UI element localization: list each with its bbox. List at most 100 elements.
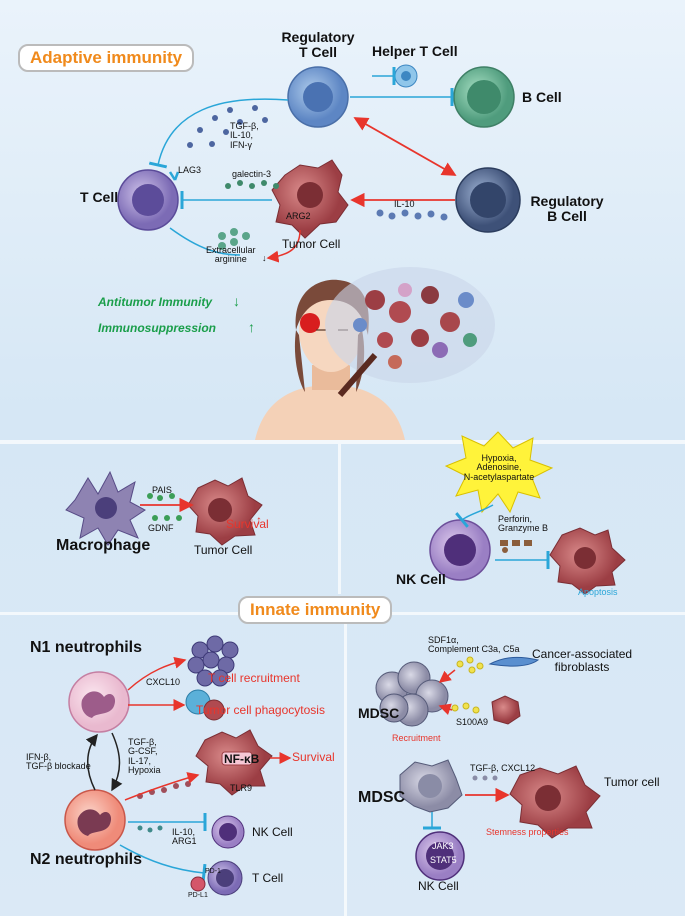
arginine-to-tcell-line	[169, 227, 241, 256]
n1-neutrophils-label: N1 neutrophils	[30, 639, 143, 656]
lag3-receptor	[168, 171, 180, 181]
pdl1-label: PD-L1	[188, 892, 208, 899]
brain-tumor-spot	[300, 313, 320, 333]
mdsc-nk-cell-graphic	[415, 831, 465, 881]
t-cell-recruitment-label: T cell recruitment	[208, 671, 300, 685]
t-cell-label: T Cell	[80, 189, 119, 205]
tgf-cxcl12-label: TGF-β, CXCL12	[470, 763, 536, 773]
n2-tumor-dots	[137, 781, 191, 799]
arginine-down-arrow: ↓	[262, 253, 267, 263]
innate-immunity-title: Innate immunity	[238, 596, 393, 624]
n2-nk-cell-graphic	[211, 815, 245, 849]
jak3-label: JAK3	[432, 841, 454, 851]
caf-label: Cancer-associated fibroblasts	[532, 647, 633, 674]
s100a9-dots	[451, 702, 480, 714]
pais-label: PAIS	[152, 485, 172, 495]
cytokine-dots-treg	[187, 105, 268, 148]
mdsc-bottom-graphic	[399, 759, 463, 813]
apoptosis-label: Apoptosis	[578, 587, 618, 597]
regulatory-t-cell-graphic	[287, 66, 349, 128]
helper-t-cell-graphic	[394, 64, 418, 88]
macrophage-survival-label: Survival	[226, 517, 269, 531]
macrophage-graphic	[65, 470, 146, 546]
tumor-cell-graphic-adaptive	[271, 159, 349, 239]
tumor-microenvironment-graphic	[325, 267, 495, 397]
cxcl10-label: CXCL10	[146, 677, 181, 687]
divider-vertical-upper	[338, 444, 341, 594]
n1-to-recruitment-arrow	[127, 656, 187, 691]
phagocytosis-graphic	[185, 689, 225, 721]
pd1-label: PD-1	[205, 868, 221, 875]
regulatory-b-cell-graphic	[455, 167, 521, 233]
n2-to-n1-arrow	[85, 733, 98, 791]
il10-arg1-dots	[137, 825, 163, 833]
n2-to-tumor-arrow	[124, 772, 200, 801]
tumor-cell-graphic-mdsc	[509, 765, 601, 839]
tumor-cell-graphic-innate	[187, 477, 263, 546]
perforin-granzyme-label: Perforin, Granzyme B	[498, 514, 549, 534]
t-cell-graphic	[117, 169, 179, 231]
n2-neutrophil-graphic	[64, 789, 126, 851]
tgf-dots	[472, 775, 498, 781]
nf-kb-label: NF-κB	[224, 752, 260, 766]
antitumor-down-arrow: ↓	[233, 293, 240, 309]
galectin-dots	[225, 180, 279, 189]
s100a9-label: S100A9	[456, 717, 489, 727]
sdf-dots	[456, 656, 484, 674]
mdsc-bottom-label: MDSC	[358, 789, 406, 806]
il10-dots-breg	[376, 209, 448, 221]
caf-to-mdsc-arrow	[438, 669, 456, 683]
tgf-list-label: TGF-β, G-CSF, IL-17, Hypoxia	[128, 737, 161, 776]
n2-to-tcell-inhibit	[119, 844, 207, 883]
treg-to-tcell-inhibit	[148, 98, 289, 169]
hypoxia-star	[444, 431, 554, 514]
nk-cell-label: NK Cell	[396, 571, 446, 587]
tumor-to-arginine-arrow	[266, 229, 301, 263]
regulatory-t-cell-label: Regulatory T Cell	[281, 29, 355, 60]
antitumor-immunity-label: Antitumor Immunity	[98, 295, 212, 309]
macrophage-survival-up-arrow: ↑	[256, 513, 262, 527]
recruitment-label: Recruitment	[392, 733, 441, 743]
nk-cell-graphic	[429, 519, 491, 581]
galectin-3-label: galectin-3	[232, 169, 272, 179]
arginine-dots	[218, 228, 250, 250]
tumor-cell-phagocytosis-label: Tumor cell phagocytosis	[196, 703, 325, 717]
mdsc-top-graphic	[375, 661, 449, 727]
adaptive-immunity-title: Adaptive immunity	[18, 44, 195, 72]
hypoxia-star-label: Hypoxia, Adenosine, N-acetylaspartate	[463, 453, 535, 482]
apoptotic-tumor-graphic	[549, 527, 626, 595]
divider-horizontal-top	[0, 440, 685, 444]
mdsc-nk-cell-label: NK Cell	[418, 879, 459, 893]
tumor-small-mdsc	[491, 695, 521, 725]
pais-gdnf-dots	[147, 493, 182, 521]
macrophage-label: Macrophage	[56, 537, 151, 554]
tumor-cell-graphic-n2	[195, 729, 273, 796]
regulatory-b-cell-label: Regulatory B Cell	[530, 193, 604, 224]
extracellular-arginine-label: Extracellular arginine	[206, 245, 256, 265]
il10-label: IL-10	[394, 199, 415, 209]
n1-neutrophil-graphic	[68, 671, 130, 733]
gdnf-label: GDNF	[148, 523, 174, 533]
tlr9-label: TLR9	[230, 783, 253, 793]
t-cell-cluster-graphic	[187, 635, 239, 687]
sdf-complement-label: SDF1α, Complement C3a, C5a	[428, 635, 520, 655]
caf-graphic	[488, 656, 540, 667]
ifn-beta-label: IFN-β, TGF-β blockade	[26, 752, 91, 772]
pd1-pdl1-graphic	[190, 876, 206, 892]
perforin-granules	[500, 540, 532, 553]
tumor-to-mdsc-arrow	[438, 703, 453, 716]
immunosuppression-up-arrow: ↑	[248, 319, 255, 335]
n2-survival-label: Survival	[292, 750, 335, 764]
tumor-cell-right-label: Tumor cell	[604, 775, 660, 789]
stat5-label: STAT5	[430, 855, 457, 865]
stemness-label: Stemness properties	[486, 827, 569, 837]
il10-arg1-label: IL-10, ARG1	[172, 827, 197, 847]
treg-cytokines-label: TGF-β, IL-10, IFN-γ	[230, 121, 259, 150]
n2-nk-cell-label: NK Cell	[252, 825, 293, 839]
lag3-label: LAG3	[178, 165, 202, 175]
immunosuppression-label: Immunosuppression	[98, 321, 217, 335]
star-to-nk-inhibit	[455, 504, 494, 528]
n2-t-cell-label: T Cell	[252, 871, 284, 885]
arg2-label: ARG2	[286, 211, 311, 221]
